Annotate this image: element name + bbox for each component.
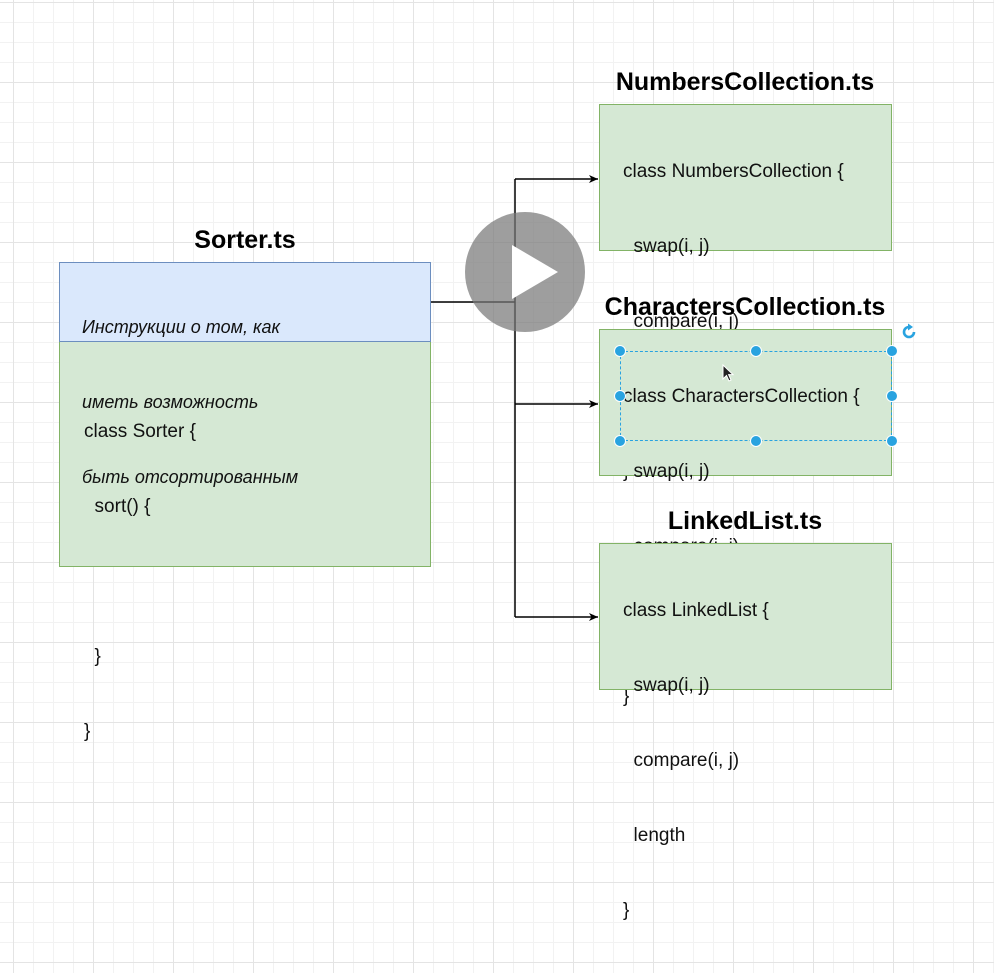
code-line: length <box>623 825 686 846</box>
linkedlist-code: class LinkedList { swap(i, j) compare(i,… <box>623 548 769 973</box>
code-line: class CharactersCollection { <box>623 386 860 407</box>
sorter-title: Sorter.ts <box>194 226 296 254</box>
code-line: swap(i, j) <box>623 236 710 257</box>
code-line: swap(i, j) <box>623 675 710 696</box>
numbers-box[interactable]: class NumbersCollection { swap(i, j) com… <box>599 104 892 482</box>
sorter-note[interactable]: Инструкции о том, как иметь возможность … <box>59 262 431 487</box>
code-line: swap(i, j) <box>623 461 710 482</box>
linkedlist-box[interactable]: class LinkedList { swap(i, j) compare(i,… <box>599 543 892 921</box>
sorter-code: class Sorter { sort() { ​ } } <box>84 369 196 794</box>
sorter-note-text: Инструкции о том, как иметь возможность … <box>82 265 298 540</box>
cursor-icon <box>722 364 735 382</box>
code-line: class NumbersCollection { <box>623 161 844 182</box>
numbers-title: NumbersCollection.ts <box>615 68 875 96</box>
rotate-icon[interactable] <box>900 323 918 341</box>
code-line: } <box>84 646 101 667</box>
code-line: sort() { <box>84 496 151 517</box>
code-line: compare(i, j) <box>623 750 740 771</box>
play-icon <box>512 245 558 299</box>
resize-handle-s[interactable] <box>750 435 762 447</box>
resize-handle-sw[interactable] <box>614 435 626 447</box>
note-line: Инструкции о том, как <box>82 317 280 337</box>
code-line: } <box>623 900 630 921</box>
resize-handle-n[interactable] <box>750 345 762 357</box>
note-line: иметь возможность <box>82 392 259 412</box>
characters-title: CharactersCollection.ts <box>604 293 886 321</box>
play-button[interactable] <box>465 212 585 332</box>
resize-handle-ne[interactable] <box>886 345 898 357</box>
code-line: class LinkedList { <box>623 600 769 621</box>
resize-handle-w[interactable] <box>614 390 626 402</box>
selection-box[interactable] <box>620 351 892 441</box>
code-line: compare(i, j) <box>623 311 740 332</box>
note-line: быть отсортированным <box>82 467 299 487</box>
linkedlist-title: LinkedList.ts <box>667 507 823 535</box>
resize-handle-e[interactable] <box>886 390 898 402</box>
resize-handle-se[interactable] <box>886 435 898 447</box>
resize-handle-nw[interactable] <box>614 345 626 357</box>
code-line: class Sorter { <box>84 421 196 442</box>
code-line: ​ <box>84 569 196 594</box>
code-line: } <box>623 686 630 707</box>
